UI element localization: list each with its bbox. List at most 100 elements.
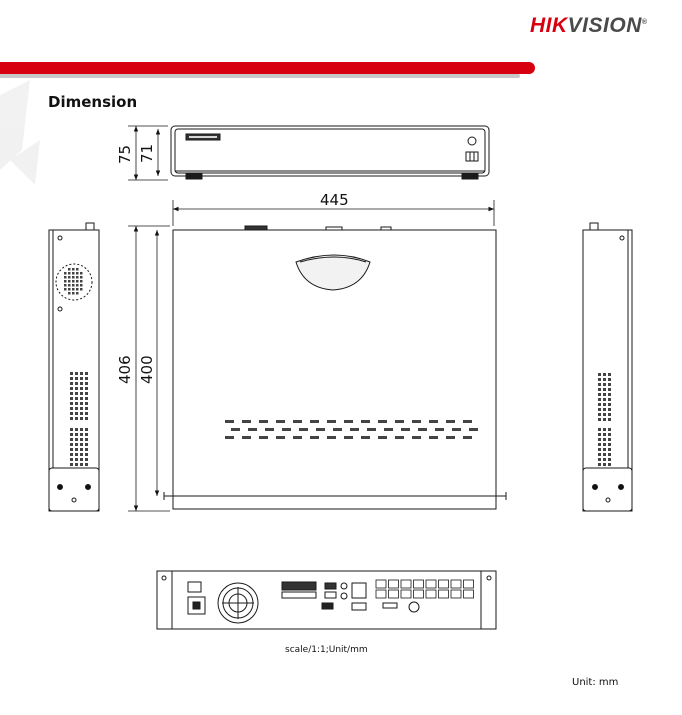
- vent-hole: [598, 433, 601, 436]
- vent-slot: [412, 436, 421, 439]
- vent-hole: [85, 402, 88, 405]
- dim-width-445: 445: [320, 191, 349, 209]
- vent-hole: [85, 377, 88, 380]
- vent-slot: [293, 436, 302, 439]
- fan-hole: [68, 268, 71, 271]
- vent-hole: [80, 392, 83, 395]
- vent-hole: [603, 458, 606, 461]
- scale-note: scale/1:1;Unit/mm: [285, 645, 368, 655]
- watermark-shape: [0, 80, 40, 185]
- fan-hole: [76, 276, 79, 279]
- fan-hole: [72, 292, 75, 295]
- vent-hole: [70, 438, 73, 441]
- vent-hole: [70, 463, 73, 466]
- vent-slot: [361, 436, 370, 439]
- vent-hole: [608, 408, 611, 411]
- fan-hole: [76, 268, 79, 271]
- vent-hole: [603, 463, 606, 466]
- vent-hole: [85, 433, 88, 436]
- vent-slot: [276, 436, 285, 439]
- vent-hole: [598, 388, 601, 391]
- vent-hole: [70, 387, 73, 390]
- vent-slot: [378, 436, 387, 439]
- vent-hole: [598, 383, 601, 386]
- vent-hole: [70, 433, 73, 436]
- vent-hole: [80, 433, 83, 436]
- vent-slot: [327, 420, 336, 423]
- vent-hole: [85, 458, 88, 461]
- vent-slot: [293, 420, 302, 423]
- unit-note: Unit: mm: [572, 677, 619, 688]
- fan-hole: [68, 276, 71, 279]
- vent-slot: [350, 428, 359, 431]
- fan-hole: [72, 280, 75, 283]
- vent-hole: [608, 413, 611, 416]
- vent-hole: [85, 382, 88, 385]
- vent-hole: [603, 418, 606, 421]
- fan-hole: [68, 272, 71, 275]
- vent-hole: [75, 438, 78, 441]
- vent-slot: [395, 420, 404, 423]
- vent-hole: [598, 438, 601, 441]
- vent-hole: [70, 382, 73, 385]
- vent-hole: [608, 458, 611, 461]
- vent-slot: [299, 428, 308, 431]
- vent-hole: [85, 387, 88, 390]
- front-height-dimension: [128, 125, 168, 181]
- vent-hole: [80, 428, 83, 431]
- vent-slot: [242, 420, 251, 423]
- vent-hole: [75, 433, 78, 436]
- vent-slot: [384, 428, 393, 431]
- vent-hole: [608, 378, 611, 381]
- rear-rj45-ports: [375, 579, 474, 599]
- vent-hole: [603, 453, 606, 456]
- rj45-port: [413, 589, 424, 599]
- vent-hole: [75, 402, 78, 405]
- vent-hole: [80, 438, 83, 441]
- vent-hole: [603, 413, 606, 416]
- vent-hole: [598, 453, 601, 456]
- front-view: [170, 125, 490, 180]
- vent-slot: [435, 428, 444, 431]
- vent-hole: [75, 372, 78, 375]
- vent-slot: [429, 436, 438, 439]
- vent-hole: [598, 398, 601, 401]
- vent-hole: [80, 407, 83, 410]
- vent-hole: [608, 448, 611, 451]
- vent-hole: [598, 418, 601, 421]
- vent-hole: [70, 428, 73, 431]
- vent-hole: [603, 383, 606, 386]
- vent-hole: [85, 463, 88, 466]
- vent-hole: [598, 458, 601, 461]
- fan-hole: [76, 288, 79, 291]
- width-dimension: [172, 200, 495, 226]
- vent-slot: [367, 428, 376, 431]
- vent-hole: [598, 428, 601, 431]
- rj45-port: [375, 579, 387, 589]
- vent-hole: [608, 403, 611, 406]
- vent-slot: [276, 420, 285, 423]
- fan-hole: [72, 276, 75, 279]
- vent-hole: [75, 448, 78, 451]
- fan-hole: [80, 284, 83, 287]
- vent-hole: [85, 443, 88, 446]
- vent-slot: [463, 420, 472, 423]
- vent-slot: [344, 420, 353, 423]
- vent-hole: [80, 463, 83, 466]
- vent-hole: [70, 377, 73, 380]
- vent-slot: [310, 436, 319, 439]
- fan-hole: [64, 280, 67, 283]
- vent-hole: [70, 443, 73, 446]
- vent-hole: [608, 383, 611, 386]
- rj45-port: [450, 589, 462, 599]
- rj45-port: [388, 579, 399, 589]
- right-side-vents: [598, 373, 611, 466]
- vent-slot: [265, 428, 274, 431]
- fan-hole: [76, 280, 79, 283]
- vent-slot: [446, 420, 455, 423]
- vent-hole: [603, 403, 606, 406]
- vent-hole: [80, 417, 83, 420]
- vent-hole: [75, 453, 78, 456]
- vent-slot: [310, 420, 319, 423]
- fan-hole: [76, 272, 79, 275]
